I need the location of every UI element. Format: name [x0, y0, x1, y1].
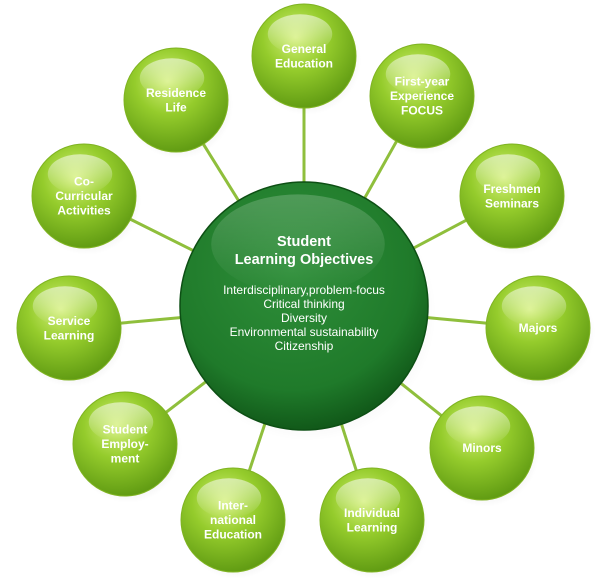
node-gloss: [475, 154, 541, 194]
node-label-line: First-year: [395, 75, 450, 89]
center-title-line: Student: [277, 234, 331, 250]
node-label-line: Residence: [146, 86, 206, 100]
node-minors: Minors: [429, 395, 539, 507]
node-gloss: [267, 14, 333, 54]
node-gloss: [32, 286, 98, 326]
node-majors: Majors: [485, 275, 595, 387]
node-gloss: [196, 478, 262, 518]
center-objective-item: Interdisciplinary,problem-focus: [223, 283, 385, 297]
connector-first-year-experience-focus: [361, 137, 400, 203]
node-gloss: [335, 478, 401, 518]
center-gloss: [211, 194, 385, 294]
node-label-line: Inter-: [218, 499, 248, 513]
node-gloss: [88, 402, 154, 442]
node-label-line: Seminars: [485, 196, 539, 210]
connector-residence-life: [200, 140, 242, 205]
center-title-line: Learning Objectives: [235, 252, 374, 268]
node-label-line: Education: [275, 56, 333, 70]
node-label-line: Freshmen: [483, 182, 540, 196]
node-gloss: [501, 286, 567, 326]
node-layer: GeneralEducationFirst-yearExperienceFOCU…: [16, 3, 595, 579]
connector-freshmen-seminars: [409, 217, 471, 252]
node-label-line: Life: [165, 100, 187, 114]
connector-student-employment: [162, 378, 210, 416]
connector-service-learning: [116, 315, 185, 325]
node-label-line: Student: [103, 423, 148, 437]
node-label-line: ment: [111, 452, 140, 466]
center-objective-item: Critical thinking: [263, 297, 344, 311]
node-label-line: Learning: [347, 520, 398, 534]
node-label-line: Experience: [390, 89, 454, 103]
node-label-line: FOCUS: [401, 104, 443, 118]
node-label-line: Service: [48, 314, 91, 328]
node-label-line: Learning: [44, 328, 95, 342]
node-gloss: [139, 58, 205, 98]
node-label-line: Education: [204, 528, 262, 542]
node-gloss: [445, 406, 511, 446]
center-objective-item: Citizenship: [275, 339, 334, 353]
node-label-line: Curricular: [55, 189, 113, 203]
node-label-line: Employ-: [101, 437, 148, 451]
node-gloss: [385, 54, 451, 94]
center-objective-item: Diversity: [281, 311, 327, 325]
node-label-line: General: [282, 42, 327, 56]
node-label-line: Minors: [462, 441, 502, 455]
node-label-line: national: [210, 513, 256, 527]
node-label-line: Majors: [519, 321, 558, 335]
node-label-line: Individual: [344, 506, 400, 520]
connector-co-curricular-activities: [126, 216, 198, 254]
node-label-line: Activities: [57, 204, 111, 218]
node-label-line: Co-: [74, 175, 94, 189]
center-objective-item: Environmental sustainability: [230, 325, 379, 339]
node-gloss: [47, 154, 113, 194]
